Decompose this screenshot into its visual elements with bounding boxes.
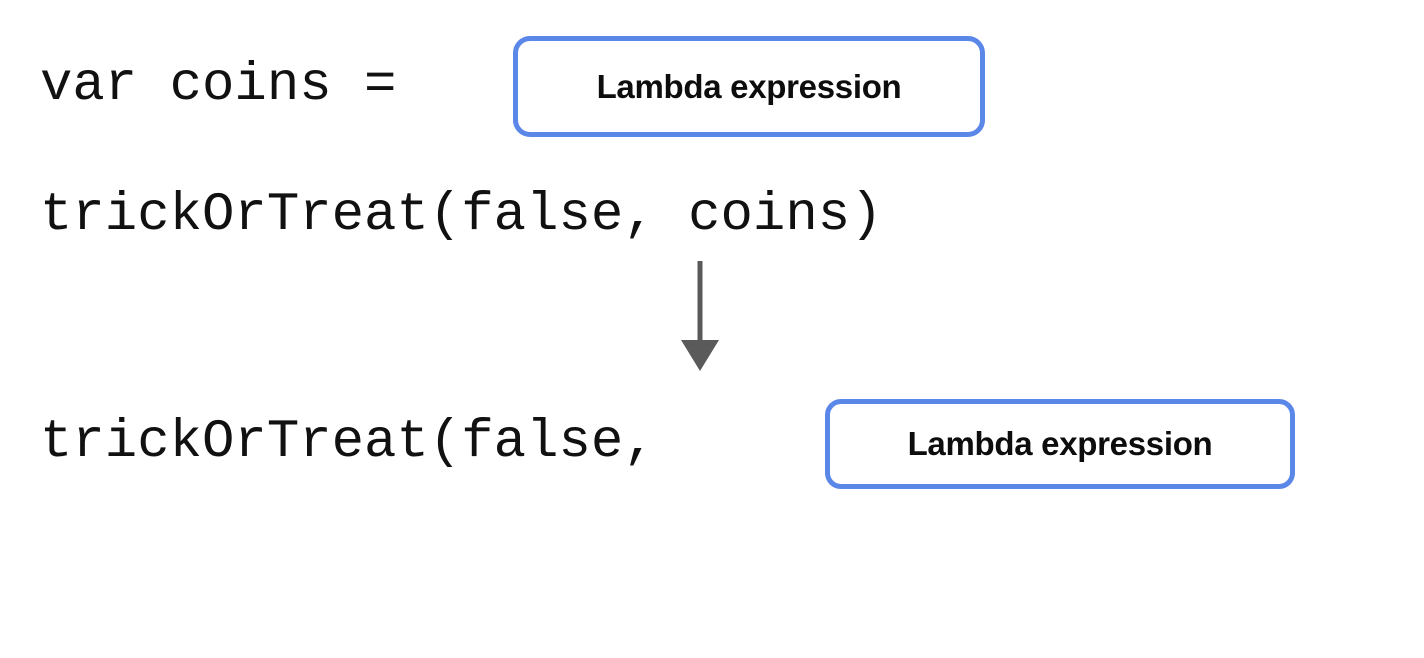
lambda-expression-chip-label: Lambda expression	[907, 425, 1213, 462]
down-arrow-icon	[681, 261, 719, 371]
lambda-expression-chip-label: Lambda expression	[596, 67, 902, 105]
code-text-closing-paren: )	[1318, 400, 1424, 486]
lambda-expression-chip-declaration[interactable]: Lambda expression	[513, 36, 985, 137]
code-line-declaration: var coins =	[40, 48, 429, 124]
code-line-call-with-variable: trickOrTreat(false, coins)	[40, 178, 883, 254]
arrow-head	[681, 340, 719, 371]
lambda-expression-chip-inlined[interactable]: Lambda expression	[825, 399, 1295, 489]
figure-canvas: var coins = Lambda expression trickOrTre…	[40, 36, 1424, 489]
code-text-trickortreat-prefix: trickOrTreat(false,	[40, 412, 689, 473]
code-text-var-coins-assign: var coins =	[40, 55, 429, 116]
code-text-trickortreat-coins: trickOrTreat(false, coins)	[40, 185, 883, 246]
code-line-call-inlined: trickOrTreat(false,	[40, 400, 688, 486]
